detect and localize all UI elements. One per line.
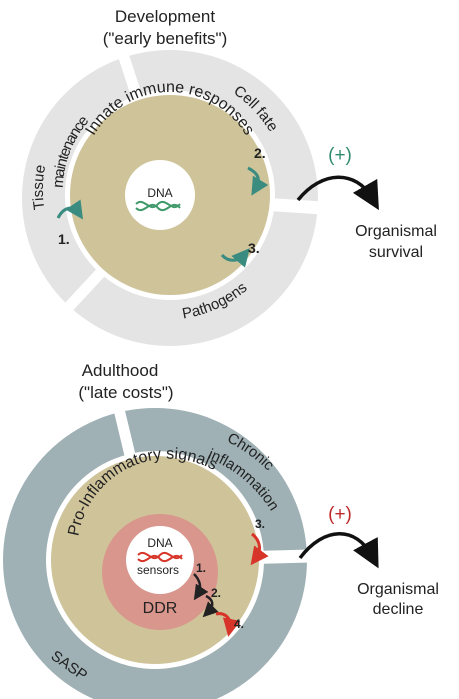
top-panel: Development ("early benefits") DNA Innat… bbox=[22, 7, 437, 346]
top-outcome-arrow bbox=[296, 175, 379, 211]
top-step-number-3: 3. bbox=[248, 240, 260, 256]
bottom-step-arrow-1 bbox=[193, 573, 209, 601]
top-center bbox=[125, 160, 195, 230]
bottom-step-number-1: 1. bbox=[196, 561, 206, 575]
bottom-subtitle: ("late costs") bbox=[78, 383, 173, 402]
top-title: Development bbox=[115, 7, 215, 26]
bottom-center-line1: DNA bbox=[147, 536, 172, 550]
bottom-center-line2: sensors bbox=[137, 563, 179, 577]
top-outcome-line2: survival bbox=[369, 244, 423, 261]
bottom-step-number-3: 3. bbox=[255, 517, 265, 531]
bottom-sign: (+) bbox=[328, 504, 352, 525]
bottom-dna-helix-icon bbox=[137, 552, 183, 562]
top-step-number-1: 1. bbox=[58, 231, 70, 247]
bottom-core-label: DDR bbox=[143, 600, 178, 617]
top-subtitle: ("early benefits") bbox=[103, 29, 228, 48]
top-center-label: DNA bbox=[147, 186, 172, 200]
top-outcome-line1: Organismal bbox=[355, 223, 437, 240]
top-sign: (+) bbox=[328, 145, 352, 166]
bottom-outcome-arrow bbox=[298, 532, 379, 569]
bottom-outcome-line1: Organismal bbox=[357, 581, 439, 598]
top-step-arrow-2 bbox=[247, 166, 269, 196]
bottom-step-arrow-4 bbox=[215, 612, 241, 637]
top-segment-tissue: Tissue bbox=[30, 164, 49, 211]
bottom-step-arrow-3 bbox=[250, 532, 269, 566]
top-step-number-2: 2. bbox=[254, 145, 266, 161]
bottom-outcome-line2: decline bbox=[373, 601, 424, 618]
top-step-arrow-1 bbox=[56, 199, 84, 220]
top-dna-helix-icon bbox=[135, 201, 181, 211]
top-step-arrow-3 bbox=[220, 248, 250, 268]
bottom-step-arrow-2 bbox=[202, 594, 219, 618]
bottom-step-number-4: 4. bbox=[234, 617, 244, 631]
bottom-panel: Adulthood ("late costs") DNA sensors DDR… bbox=[3, 361, 439, 699]
bottom-step-number-2: 2. bbox=[211, 586, 221, 600]
bottom-title: Adulthood bbox=[82, 361, 159, 380]
